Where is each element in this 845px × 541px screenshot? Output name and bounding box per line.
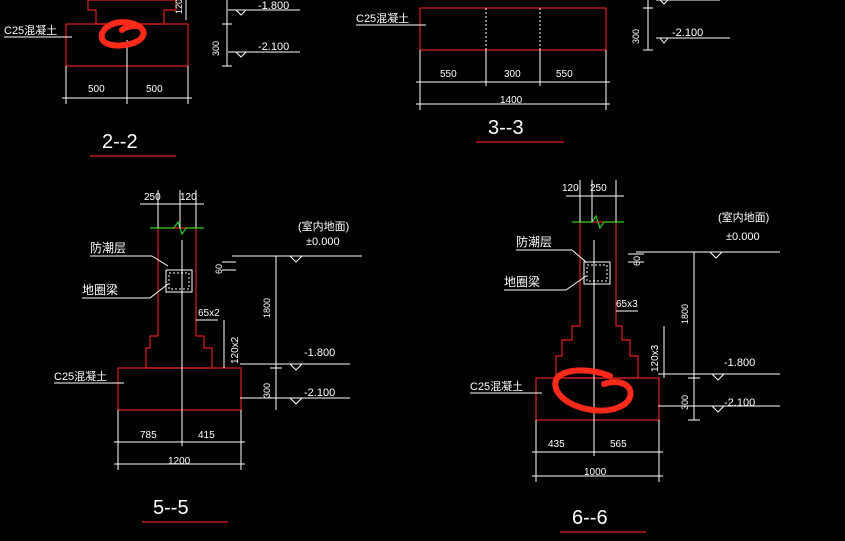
elev-2100-6-6: -2.100	[724, 397, 755, 409]
elev-1800-5-5: -1.800	[304, 347, 335, 359]
floor-label-5-5: (室内地面)	[298, 219, 349, 233]
elev-2100-5-5: -2.100	[304, 387, 335, 399]
dim-w1-2-2: 500	[88, 84, 105, 95]
dim-b1-6-6: 120	[562, 183, 579, 194]
dim-height-5-5: 1800	[262, 298, 272, 318]
dim-depth-6-6: 300	[680, 395, 690, 410]
dim-gap-6-6: 60	[632, 256, 642, 266]
step-h-5-5: 120x2	[230, 336, 241, 364]
title-2-2: 2--2	[102, 131, 138, 153]
dim-w2-2-2: 500	[146, 84, 163, 95]
floor-elev-5-5: ±0.000	[306, 236, 340, 248]
dim-w3-3-3: 550	[556, 69, 573, 80]
dim-gap-5-5: 60	[214, 264, 224, 274]
title-3-3: 3--3	[488, 117, 524, 139]
dim-b2-5-5: 120	[180, 192, 197, 203]
dim-w2-6-6: 565	[610, 439, 627, 450]
ring-beam-5-5	[165, 269, 193, 293]
elev-2100-3-3: -2.100	[672, 27, 703, 39]
dim-depth-5-5: 300	[262, 383, 272, 398]
wall-6-6	[555, 221, 639, 379]
wall-2-2	[87, 0, 177, 25]
wall-5-5	[145, 227, 213, 369]
concrete-label-6-6: C25混凝土	[470, 379, 523, 393]
elev-1800-6-6: -1.800	[724, 357, 755, 369]
step-h-6-6: 120x3	[650, 344, 661, 372]
beam-label-5-5: 地圈梁	[82, 282, 118, 297]
elev-1800-2-2: -1.800	[258, 0, 289, 12]
dim-top-2-2: 120	[174, 0, 184, 14]
elev-2100-2-2: -2.100	[258, 41, 289, 53]
title-5-5: 5--5	[153, 497, 189, 519]
dim-w1-5-5: 785	[140, 430, 157, 441]
dim-total-6-6: 1000	[584, 467, 607, 478]
moisture-label-5-5: 防潮层	[90, 240, 126, 255]
markup-circle-2-2	[98, 19, 147, 49]
title-6-6: 6--6	[572, 507, 608, 529]
concrete-label-2-2: C25混凝土	[4, 23, 57, 37]
floor-label-6-6: (室内地面)	[718, 210, 769, 224]
section-6-6: 120 250 防潮层 地圈梁 65x3 120x3 60 (室内地面) ±0.…	[470, 180, 780, 533]
dim-w2-3-3: 300	[504, 69, 521, 80]
dim-w1-6-6: 435	[548, 439, 565, 450]
beam-label-6-6: 地圈梁	[504, 274, 540, 289]
floor-elev-6-6: ±0.000	[726, 231, 760, 243]
dim-depth-2-2: 300	[211, 41, 221, 56]
step-w-6-6: 65x3	[616, 299, 638, 310]
ring-beam-6-6	[583, 261, 611, 285]
dim-total-3-3: 1400	[500, 95, 523, 106]
footing-3-3	[419, 7, 607, 51]
concrete-label-5-5: C25混凝土	[54, 369, 107, 383]
concrete-label-3-3: C25混凝土	[356, 11, 409, 25]
dim-height-6-6: 1800	[680, 304, 690, 324]
dim-total-5-5: 1200	[168, 456, 191, 467]
dim-w1-3-3: 550	[440, 69, 457, 80]
section-2-2: 120 -1.800 -2.100 300 C25混凝土 500 500 2--…	[4, 0, 300, 157]
dim-b1-5-5: 250	[144, 192, 161, 203]
break-line-6-6	[572, 214, 624, 230]
moisture-label-6-6: 防潮层	[516, 234, 552, 249]
step-w-5-5: 65x2	[198, 308, 220, 319]
section-5-5: 250 120 防潮层 地圈梁 65x2 120x2 60 (室内地面) ±0.…	[54, 190, 362, 523]
dim-depth-3-3: 300	[631, 29, 641, 44]
markup-circle-6-6	[552, 367, 634, 414]
footing-5-5	[117, 367, 242, 411]
section-3-3: C25混凝土 300 -2.100 550 300 550 1400 3--3	[356, 0, 730, 143]
dim-b2-6-6: 250	[590, 183, 607, 194]
dim-w2-5-5: 415	[198, 430, 215, 441]
